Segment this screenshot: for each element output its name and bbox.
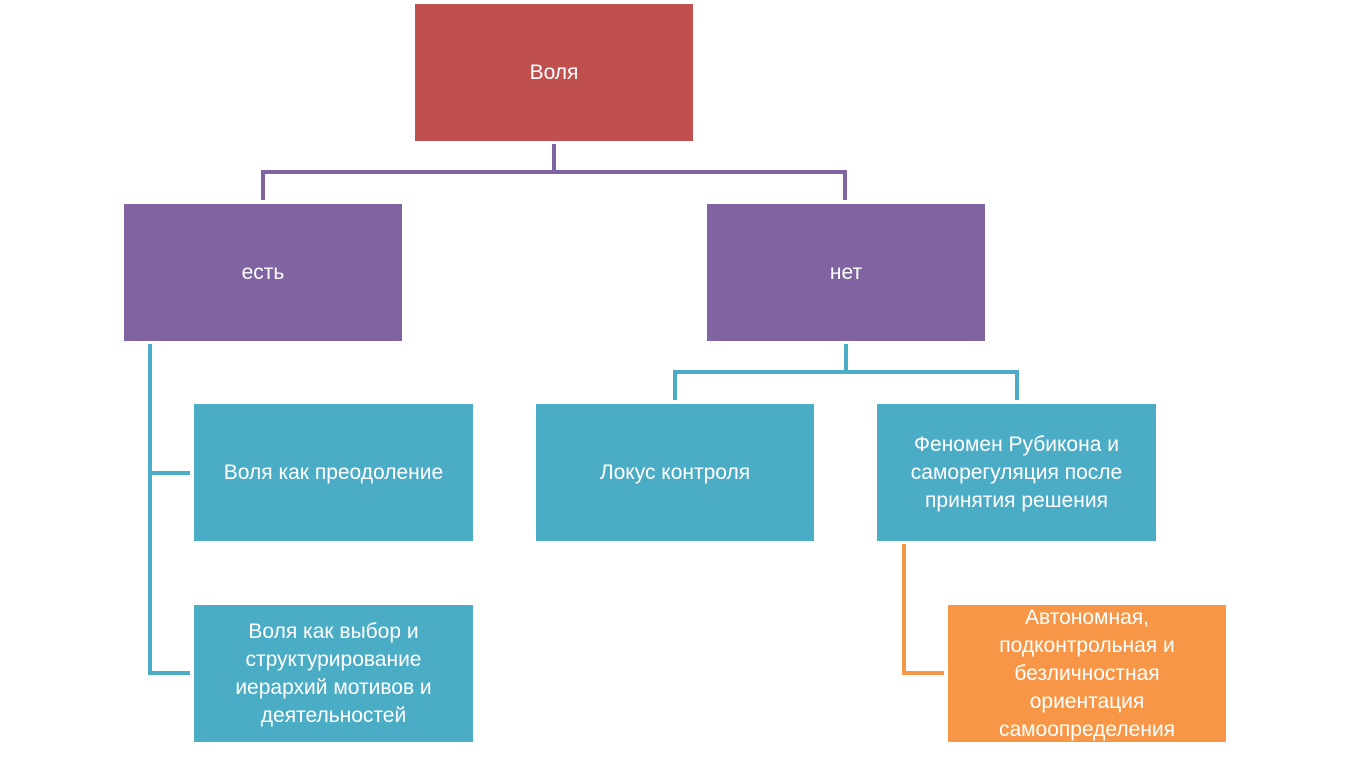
node-root-will: Воля [415, 4, 693, 141]
node-choice-label: Воля как выбор и структурирование иерарх… [235, 619, 432, 727]
node-self-determination-orientation: Автономная, подконтрольная и безличностн… [948, 605, 1226, 742]
node-rubicon-label: Феномен Рубикона и саморегуляция после п… [910, 432, 1123, 512]
node-autonomy-label: Автономная, подконтрольная и безличностн… [998, 605, 1176, 741]
node-root-label: Воля [529, 60, 579, 84]
node-locus-label: Локус контроля [599, 460, 751, 484]
node-rubicon-phenomenon: Феномен Рубикона и саморегуляция после п… [877, 404, 1156, 541]
node-yes-label: есть [241, 260, 285, 284]
rubicon-connector [902, 544, 944, 675]
node-will-as-choice: Воля как выбор и структурирование иерарх… [194, 605, 473, 742]
node-overcoming-label: Воля как преодоление [223, 460, 444, 484]
no-connector [673, 344, 1019, 400]
node-yes: есть [124, 204, 402, 341]
yes-connector [148, 344, 190, 675]
node-will-as-overcoming: Воля как преодоление [194, 404, 473, 541]
node-no: нет [707, 204, 985, 341]
node-no-label: нет [829, 260, 863, 284]
node-locus-of-control: Локус контроля [536, 404, 814, 541]
root-connector [261, 144, 847, 200]
